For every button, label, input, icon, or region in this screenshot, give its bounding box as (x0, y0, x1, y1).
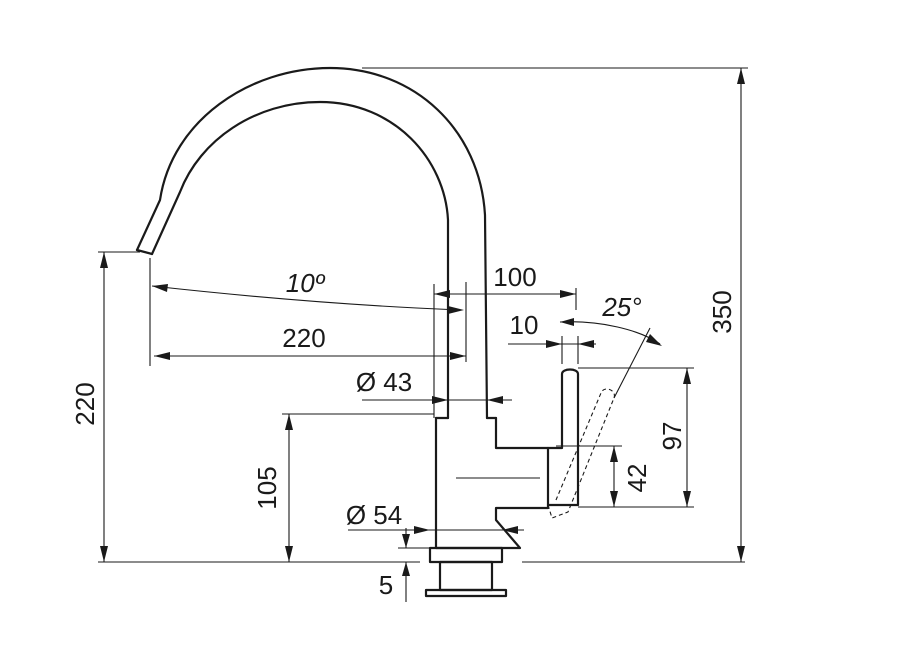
faucet-body (434, 416, 550, 550)
dim-spout-reach: 220 (282, 323, 325, 353)
dim-height-total: 350 (707, 290, 737, 333)
base-plate (424, 588, 508, 598)
base-fixing (438, 560, 494, 592)
base-washer (428, 546, 504, 564)
faucet-outline (135, 66, 615, 598)
dimension-labels: 350 220 10º 100 220 Ø 43 105 Ø 54 5 10 2… (70, 262, 737, 600)
spout-outer-edge (135, 66, 489, 420)
dim-base-thickness: 5 (379, 570, 393, 600)
dim-lever-pivot-height: 42 (622, 464, 652, 493)
dim-body-diameter: Ø 43 (356, 367, 412, 397)
dim-base-diameter: Ø 54 (346, 500, 402, 530)
spout-inner-edge (150, 100, 450, 420)
dim-lever-angle: 25° (601, 292, 641, 322)
dim-spout-reach-offset: 100 (493, 262, 536, 292)
lever-tilted-outline (547, 388, 615, 519)
dim-lever-offset: 10 (510, 310, 539, 340)
dim-spout-height: 220 (70, 382, 100, 425)
dim-lever-height: 97 (657, 422, 687, 451)
dimension-lines (98, 67, 748, 602)
lever-stem (546, 368, 580, 507)
dim-body-height: 105 (252, 466, 282, 509)
spout-tip (135, 248, 154, 256)
dim-spout-angle: 10º (286, 268, 326, 298)
